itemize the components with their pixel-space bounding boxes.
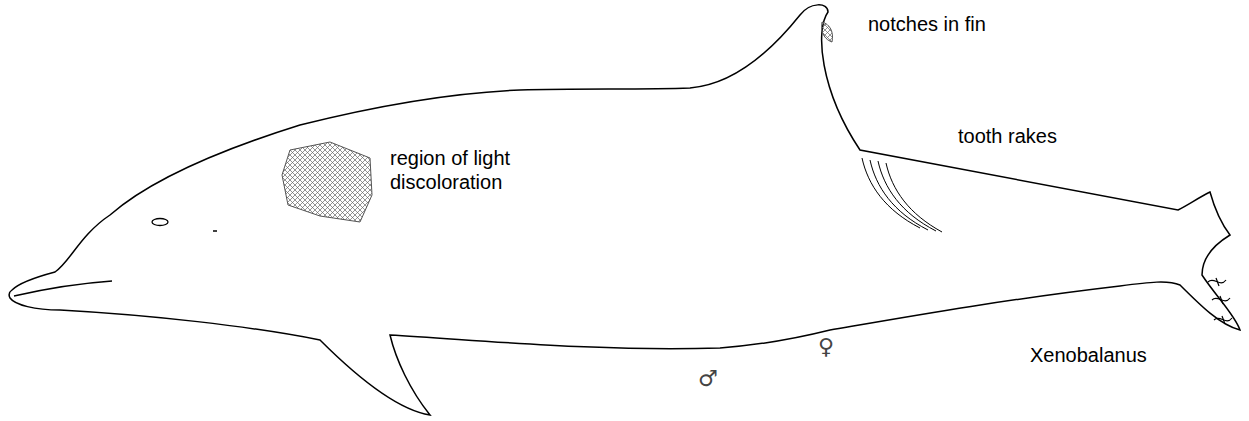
tooth-rakes-label: tooth rakes [958, 124, 1057, 148]
fin-notch [822, 22, 833, 42]
female-symbol: ♀ [818, 334, 834, 360]
mouth-line [14, 281, 112, 296]
body-outline [9, 5, 1240, 415]
discoloration-label: region of light discoloration [390, 146, 565, 194]
discoloration-patch [282, 142, 372, 222]
male-symbol: ♂ [698, 366, 718, 392]
fin-notch-label: notches in fin [868, 12, 986, 36]
ear-mark [213, 230, 217, 232]
xenobalanus-barnacles [1208, 278, 1232, 324]
eye [152, 219, 168, 226]
xenobalanus-label: Xenobalanus [1030, 343, 1147, 367]
tooth-rakes [862, 158, 942, 232]
